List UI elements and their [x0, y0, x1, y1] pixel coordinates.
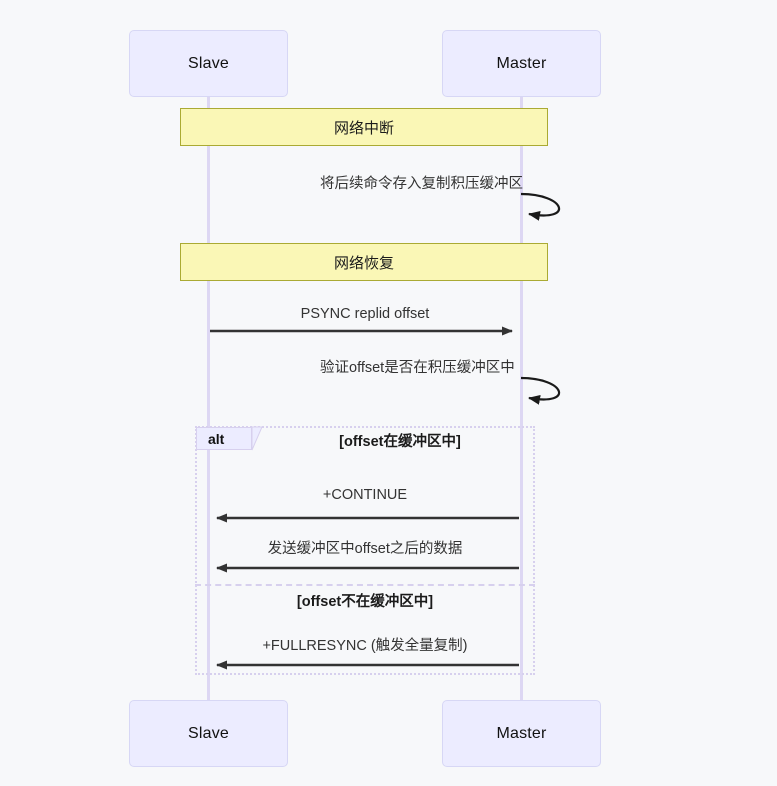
message-psync-label: PSYNC replid offset [300, 306, 430, 322]
alt-fragment-frame [195, 426, 535, 675]
actor-master-bottom[interactable]: Master [442, 700, 601, 767]
actor-master-top-label: Master [496, 54, 547, 72]
self-message-backlog-buffer-arrow [520, 192, 561, 221]
alt-condition-not-in-buffer: [offset不在缓冲区中] [296, 594, 434, 610]
actor-slave-top[interactable]: Slave [129, 30, 288, 97]
message-fullresync-label: +FULLRESYNC (触发全量复制) [262, 638, 468, 654]
actor-master-top[interactable]: Master [442, 30, 601, 97]
actor-slave-bottom[interactable]: Slave [129, 700, 288, 767]
alt-fragment-divider [195, 584, 535, 586]
self-message-verify-offset-label: 验证offset是否在积压缓冲区中 [320, 360, 515, 376]
message-continue-label: +CONTINUE [322, 487, 408, 503]
actor-master-bottom-label: Master [496, 724, 547, 742]
actor-slave-bottom-label: Slave [187, 724, 230, 742]
note-network-recover[interactable]: 网络恢复 [180, 243, 548, 281]
alt-condition-in-buffer: [offset在缓冲区中] [339, 434, 461, 450]
self-message-verify-offset-arrow [520, 376, 561, 405]
lifeline-slave [206, 97, 210, 701]
message-send-data-label: 发送缓冲区中offset之后的数据 [267, 541, 463, 557]
self-message-backlog-buffer-label: 将后续命令存入复制积压缓冲区 [320, 176, 523, 192]
actor-slave-top-label: Slave [187, 54, 230, 72]
note-network-recover-label: 网络恢复 [333, 254, 394, 272]
alt-fragment-tag-label: alt [208, 430, 225, 447]
note-network-interrupt[interactable]: 网络中断 [180, 108, 548, 146]
alt-fragment-tag[interactable]: alt [196, 427, 252, 450]
note-network-interrupt-label: 网络中断 [333, 119, 394, 137]
